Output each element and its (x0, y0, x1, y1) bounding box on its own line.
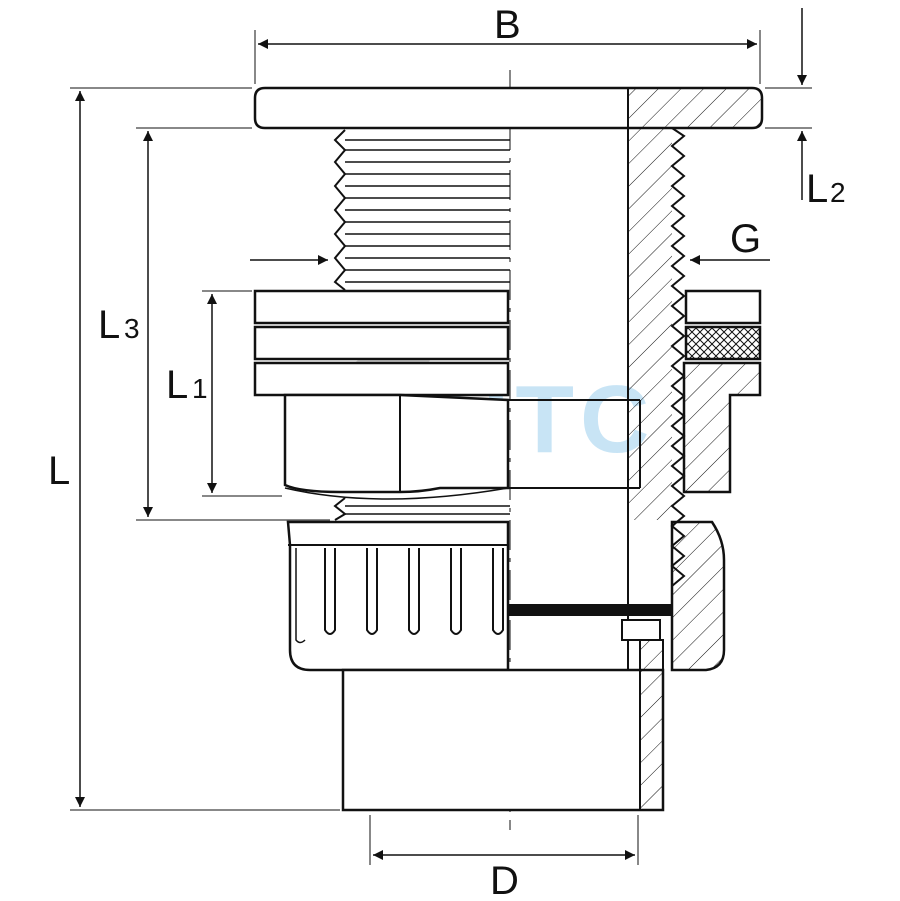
label-l1: L (166, 363, 188, 407)
thread-upper-left (333, 127, 510, 291)
label-l1-sub: 1 (192, 373, 208, 404)
dimension-l1: L 1 (166, 290, 282, 497)
union-nut (286, 520, 726, 672)
label-l3: L (98, 303, 120, 347)
label-l3-sub: 3 (124, 313, 140, 344)
gasket-stack-right (682, 289, 762, 494)
dimension-l2: L 2 (765, 8, 846, 211)
dimension-g: G (250, 217, 770, 265)
body-section (627, 88, 686, 810)
label-d: D (490, 859, 519, 901)
dimension-d: D (369, 815, 639, 901)
label-g: G (730, 217, 761, 261)
label-b: B (494, 3, 521, 47)
gasket-stack-left (253, 289, 510, 397)
dimension-l: L (48, 87, 340, 811)
dimension-l3: L 3 (98, 127, 330, 521)
thread-lower-left (333, 497, 510, 521)
label-l: L (48, 449, 70, 493)
label-l2: L (806, 167, 828, 211)
tail-pipe (341, 639, 665, 812)
label-l2-sub: 2 (830, 177, 846, 208)
hex-nut (283, 393, 641, 500)
dimension-b: B (254, 3, 761, 84)
